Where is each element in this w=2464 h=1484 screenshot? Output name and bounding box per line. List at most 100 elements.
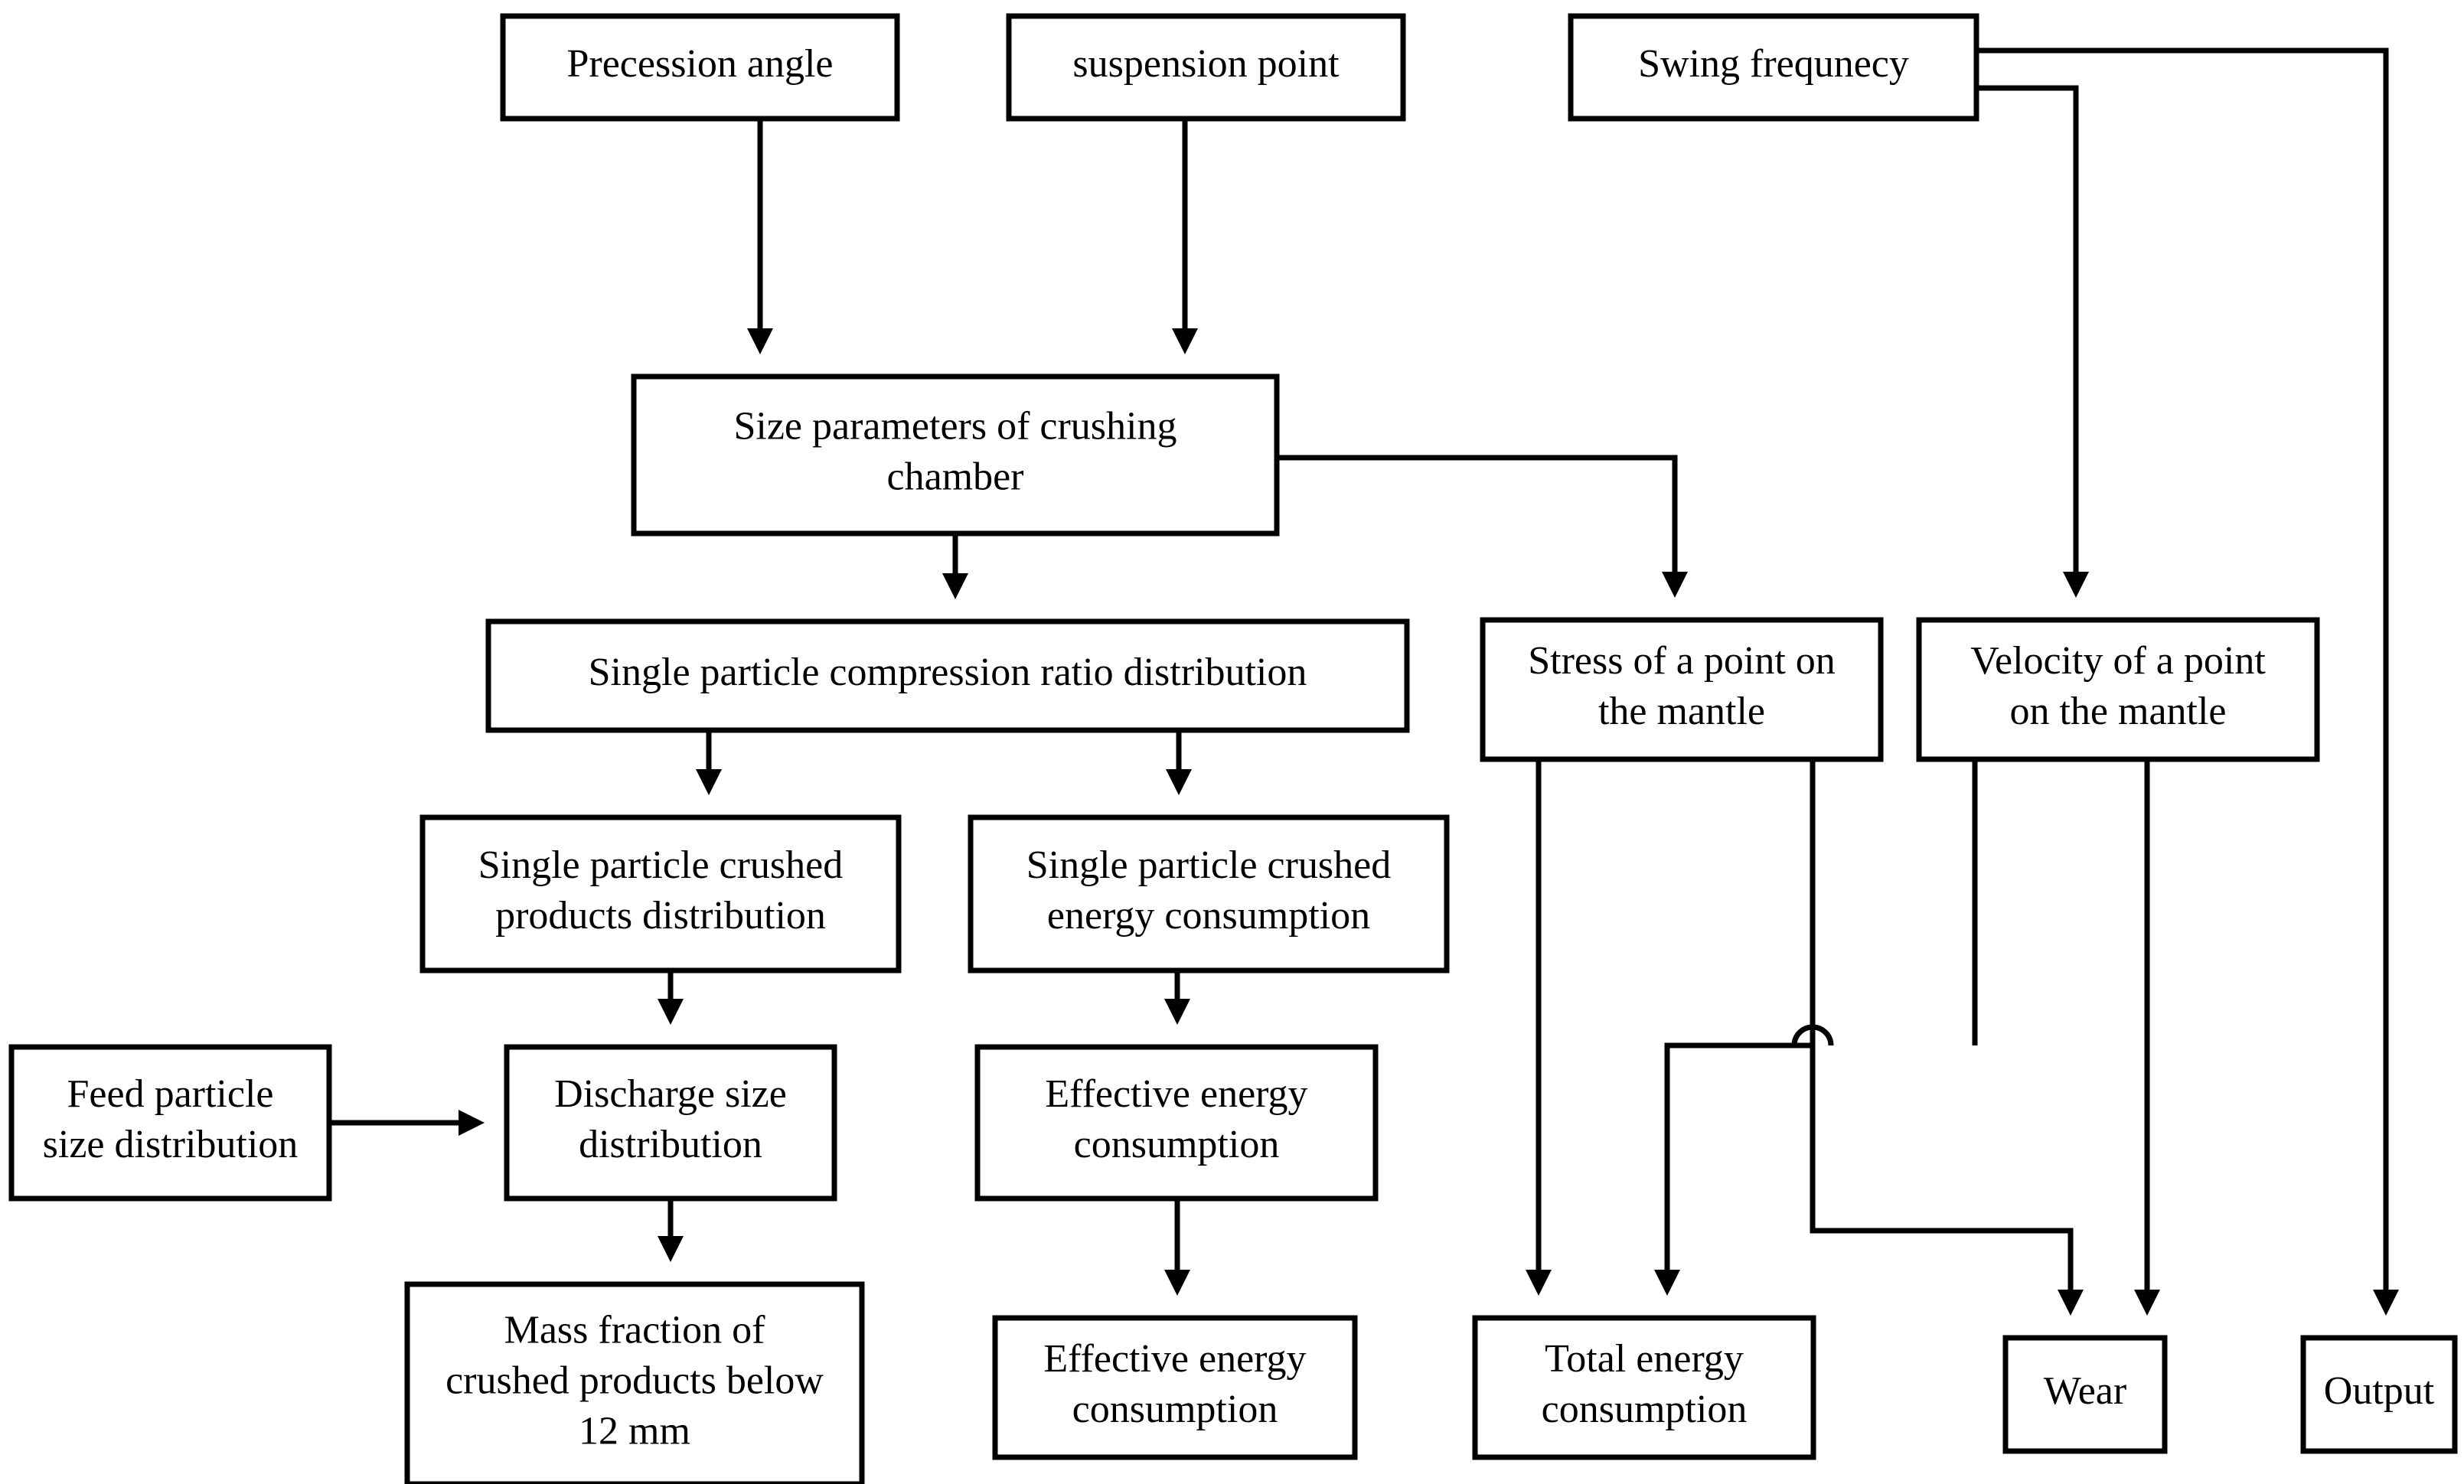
node-stress-point[interactable]: Stress of a point on the mantle — [1480, 617, 1884, 762]
node-discharge-size[interactable]: Discharge size distribution — [504, 1044, 837, 1202]
node-box[interactable] — [2300, 1335, 2458, 1454]
arrowhead — [1654, 1270, 1680, 1296]
arrowhead — [2373, 1290, 2399, 1316]
arrowhead — [1526, 1270, 1552, 1296]
node-label-line: consumption — [1542, 1388, 1748, 1431]
edge-feed-to-discharge — [329, 1110, 485, 1136]
edge-velocity-to-wear-right — [2134, 759, 2160, 1316]
arrowhead — [1164, 999, 1190, 1025]
nodes-layer: Precession angle suspension point Swing fr… — [8, 13, 2458, 1484]
edge-velocity-to-wear-left — [1810, 1045, 2084, 1316]
node-swing-frequency[interactable]: Swing frequnecy — [1568, 13, 1979, 122]
node-wear[interactable]: Wear — [2002, 1335, 2168, 1454]
node-box[interactable] — [485, 618, 1410, 733]
arrowhead — [1662, 572, 1688, 598]
edge-line — [1976, 85, 2079, 572]
edge-energy-to-effective — [1164, 970, 1190, 1025]
edge-swing-to-output — [1976, 47, 2399, 1316]
edge-compression-to-products — [696, 730, 722, 795]
node-label-line: Stress of a point on — [1528, 639, 1836, 683]
node-label-line: Mass fraction of — [504, 1308, 765, 1352]
edge-compression-to-energy — [1166, 730, 1192, 795]
node-total-energy[interactable]: Total energy consumption — [1472, 1315, 1816, 1460]
node-box[interactable] — [404, 1281, 865, 1484]
edge-line — [1976, 47, 2389, 1290]
node-precession-angle[interactable]: Precession angle — [500, 13, 900, 122]
node-size-parameters[interactable]: Size parameters of crushing chamber — [631, 373, 1280, 537]
arrowhead — [1166, 769, 1192, 795]
node-box[interactable] — [1916, 617, 2320, 762]
node-suspension-point[interactable]: suspension point — [1006, 13, 1406, 122]
node-box[interactable] — [974, 1044, 1379, 1202]
arrowhead — [2058, 1290, 2084, 1316]
edge-size-to-stress — [1277, 455, 1688, 598]
node-box[interactable] — [1480, 617, 1884, 762]
node-box[interactable] — [1472, 1315, 1816, 1460]
node-box[interactable] — [2002, 1335, 2168, 1454]
edge-products-to-discharge — [658, 970, 684, 1025]
node-box[interactable] — [500, 13, 900, 122]
edges-layer — [329, 47, 2399, 1316]
edge-stress-to-total-left — [1526, 759, 1552, 1296]
node-label-line: Single particle compression ratio distri… — [589, 651, 1307, 694]
node-box[interactable] — [968, 814, 1450, 974]
node-feed-particle[interactable]: Feed particle size distribution — [8, 1044, 332, 1202]
node-output[interactable]: Output — [2300, 1335, 2458, 1454]
node-label-line: Effective energy — [1045, 1072, 1307, 1116]
edge-suspension-to-size — [1172, 119, 1198, 354]
node-label-line: Total energy — [1545, 1337, 1744, 1381]
arrowhead — [696, 769, 722, 795]
node-label-line: distribution — [579, 1123, 762, 1166]
arrowhead — [658, 999, 684, 1025]
node-compression-ratio[interactable]: Single particle compression ratio distri… — [485, 618, 1410, 733]
arrowhead — [459, 1110, 485, 1136]
edge-stress-to-total-right — [1654, 759, 1816, 1296]
node-label-line: consumption — [1074, 1123, 1280, 1166]
node-crushed-products[interactable]: Single particle crushed products distribu… — [419, 814, 902, 974]
node-label-line: chamber — [886, 455, 1023, 498]
node-label-line: on the mantle — [2009, 690, 2226, 733]
node-velocity-point[interactable]: Velocity of a point on the mantle — [1916, 617, 2320, 762]
node-label-line: crushed products below — [445, 1358, 824, 1402]
node-label-line: 12 mm — [579, 1409, 690, 1453]
edge-line — [1664, 759, 1816, 1270]
node-effective-energy[interactable]: Effective energy consumption — [974, 1044, 1379, 1202]
node-label-line: the mantle — [1598, 690, 1765, 733]
node-label-line: Output — [2324, 1369, 2435, 1413]
node-label-line: Swing frequnecy — [1638, 42, 1909, 86]
node-box[interactable] — [8, 1044, 332, 1202]
node-label-line: Feed particle — [67, 1072, 274, 1116]
edge-line — [1810, 1045, 2074, 1290]
node-box[interactable] — [1006, 13, 1406, 122]
edge-effective-to-effective2 — [1164, 1199, 1190, 1296]
node-box[interactable] — [1568, 13, 1979, 122]
edge-crossing-hop — [1791, 1024, 1834, 1046]
node-box[interactable] — [992, 1315, 1358, 1460]
node-label-line: Precession angle — [566, 42, 833, 86]
edge-line — [1277, 455, 1678, 572]
node-label-line: Effective energy — [1043, 1337, 1306, 1381]
arrowhead — [1164, 1270, 1190, 1296]
node-box[interactable] — [419, 814, 902, 974]
node-label-line: Wear — [2044, 1369, 2126, 1413]
node-box[interactable] — [504, 1044, 837, 1202]
edge-swing-to-velocity — [1976, 85, 2089, 598]
node-label-line: energy consumption — [1047, 894, 1370, 938]
node-label-line: products distribution — [495, 894, 826, 938]
edge-discharge-to-mass — [658, 1199, 684, 1262]
node-label-line: Velocity of a point — [1970, 639, 2266, 683]
node-label-line: Single particle crushed — [478, 843, 844, 887]
arrowhead — [942, 573, 968, 599]
edge-size-to-compression — [942, 533, 968, 599]
node-mass-fraction[interactable]: Mass fraction of crushed products below 12… — [404, 1281, 865, 1484]
edge-precession-to-size — [747, 119, 773, 354]
node-label-line: size distribution — [43, 1123, 299, 1166]
node-box[interactable] — [631, 373, 1280, 537]
node-label-line: Size parameters of crushing — [733, 404, 1177, 448]
node-label-line: Discharge size — [554, 1072, 787, 1116]
arrowhead — [2134, 1290, 2160, 1316]
arrowhead — [1172, 328, 1198, 354]
